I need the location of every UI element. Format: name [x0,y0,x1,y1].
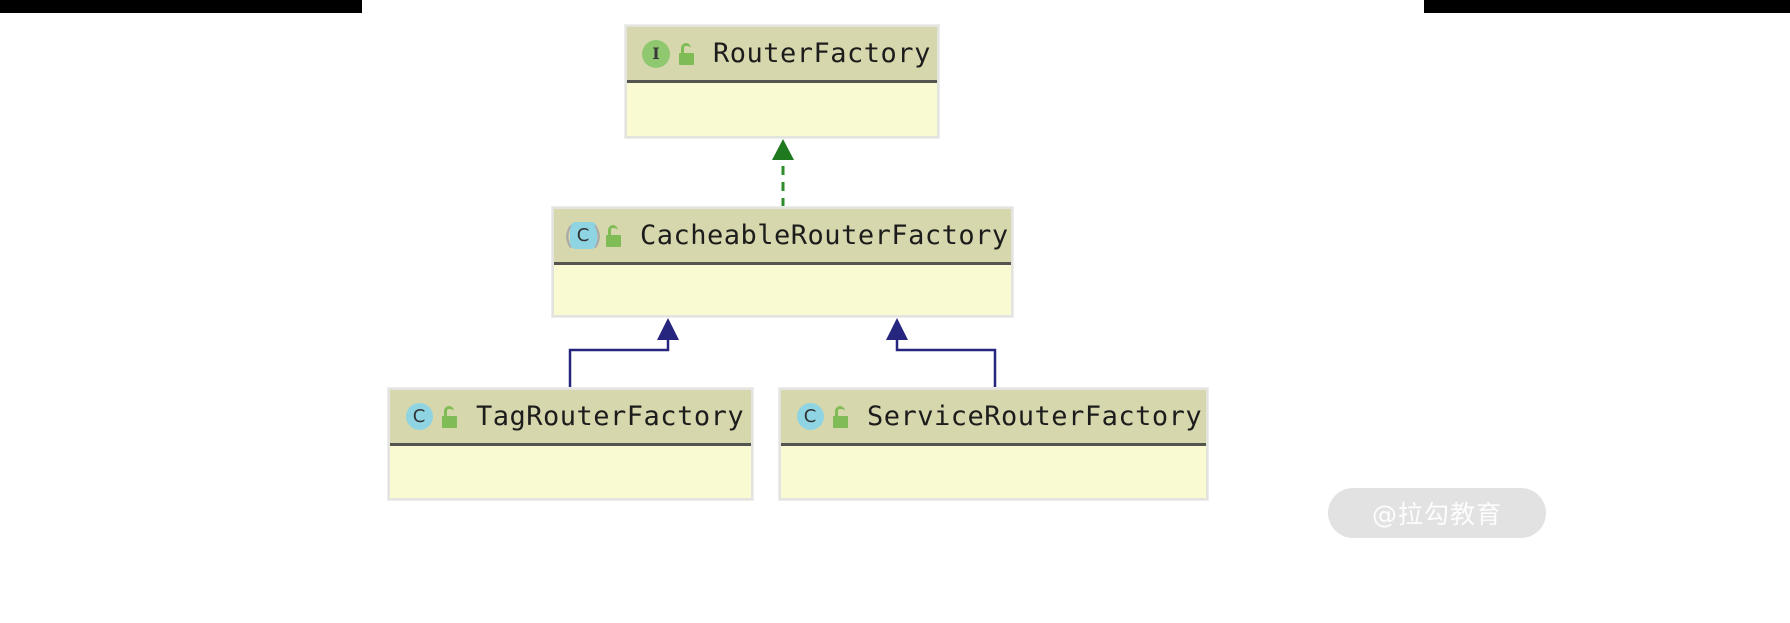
edge-generalization-service [886,318,997,388]
interface-badge-letter: I [642,39,670,68]
padlock-body [833,415,848,428]
class-badge-letter: C [569,222,597,249]
crop-bar-left [0,0,362,13]
uml-class-node-tag-router-factory[interactable]: C TagRouterFactory [388,388,753,500]
class-badge-icon: C [795,402,825,432]
uml-node-title: ServiceRouterFactory [867,401,1203,432]
padlock-shackle [681,42,691,55]
uml-node-header: ( C ) CacheableRouterFactory [554,209,1011,265]
unlocked-padlock-icon [604,224,624,247]
edge-generalization-tag-line [568,338,670,388]
uml-node-members-compartment [554,265,1011,312]
edge-generalization-tag-arrowhead [657,318,679,340]
padlock-shackle [444,405,454,418]
padlock-shackle [835,405,845,418]
unlocked-padlock-icon [677,42,697,65]
padlock-body [442,415,457,428]
uml-node-title: CacheableRouterFactory [640,220,1009,251]
class-badge-letter: C [405,403,433,430]
uml-class-node-service-router-factory[interactable]: C ServiceRouterFactory [779,388,1208,500]
abstract-paren-right: ) [592,221,602,250]
uml-node-title: RouterFactory [713,38,931,69]
uml-node-members-compartment [390,446,751,495]
abstract-class-badge-icon: ( C ) [564,221,602,251]
padlock-body [679,52,694,65]
uml-node-header: C ServiceRouterFactory [781,390,1206,446]
edge-generalization-service-arrowhead [886,318,908,340]
uml-class-node-router-factory[interactable]: I RouterFactory [625,25,939,138]
padlock-shackle [608,224,618,237]
padlock-body [606,234,621,247]
interface-badge-icon: I [641,39,671,69]
class-badge-icon: C [404,402,434,432]
uml-class-node-cacheable-router-factory[interactable]: ( C ) CacheableRouterFactory [552,207,1013,317]
crop-bar-right [1424,0,1790,13]
edge-generalization-tag [568,318,679,388]
edge-generalization-service-line [895,338,997,388]
edge-realization [772,139,794,207]
watermark-badge: @拉勾教育 [1328,488,1546,538]
unlocked-padlock-icon [440,405,460,428]
uml-node-header: I RouterFactory [627,27,937,83]
unlocked-padlock-icon [831,405,851,428]
edge-realization-arrowhead [772,139,794,160]
class-badge-letter: C [796,403,824,430]
abstract-paren-left: ( [564,221,574,250]
uml-node-header: C TagRouterFactory [390,390,751,446]
uml-node-title: TagRouterFactory [476,401,745,432]
watermark-text: @拉勾教育 [1371,500,1502,529]
uml-node-members-compartment [627,83,937,133]
uml-node-members-compartment [781,446,1206,495]
